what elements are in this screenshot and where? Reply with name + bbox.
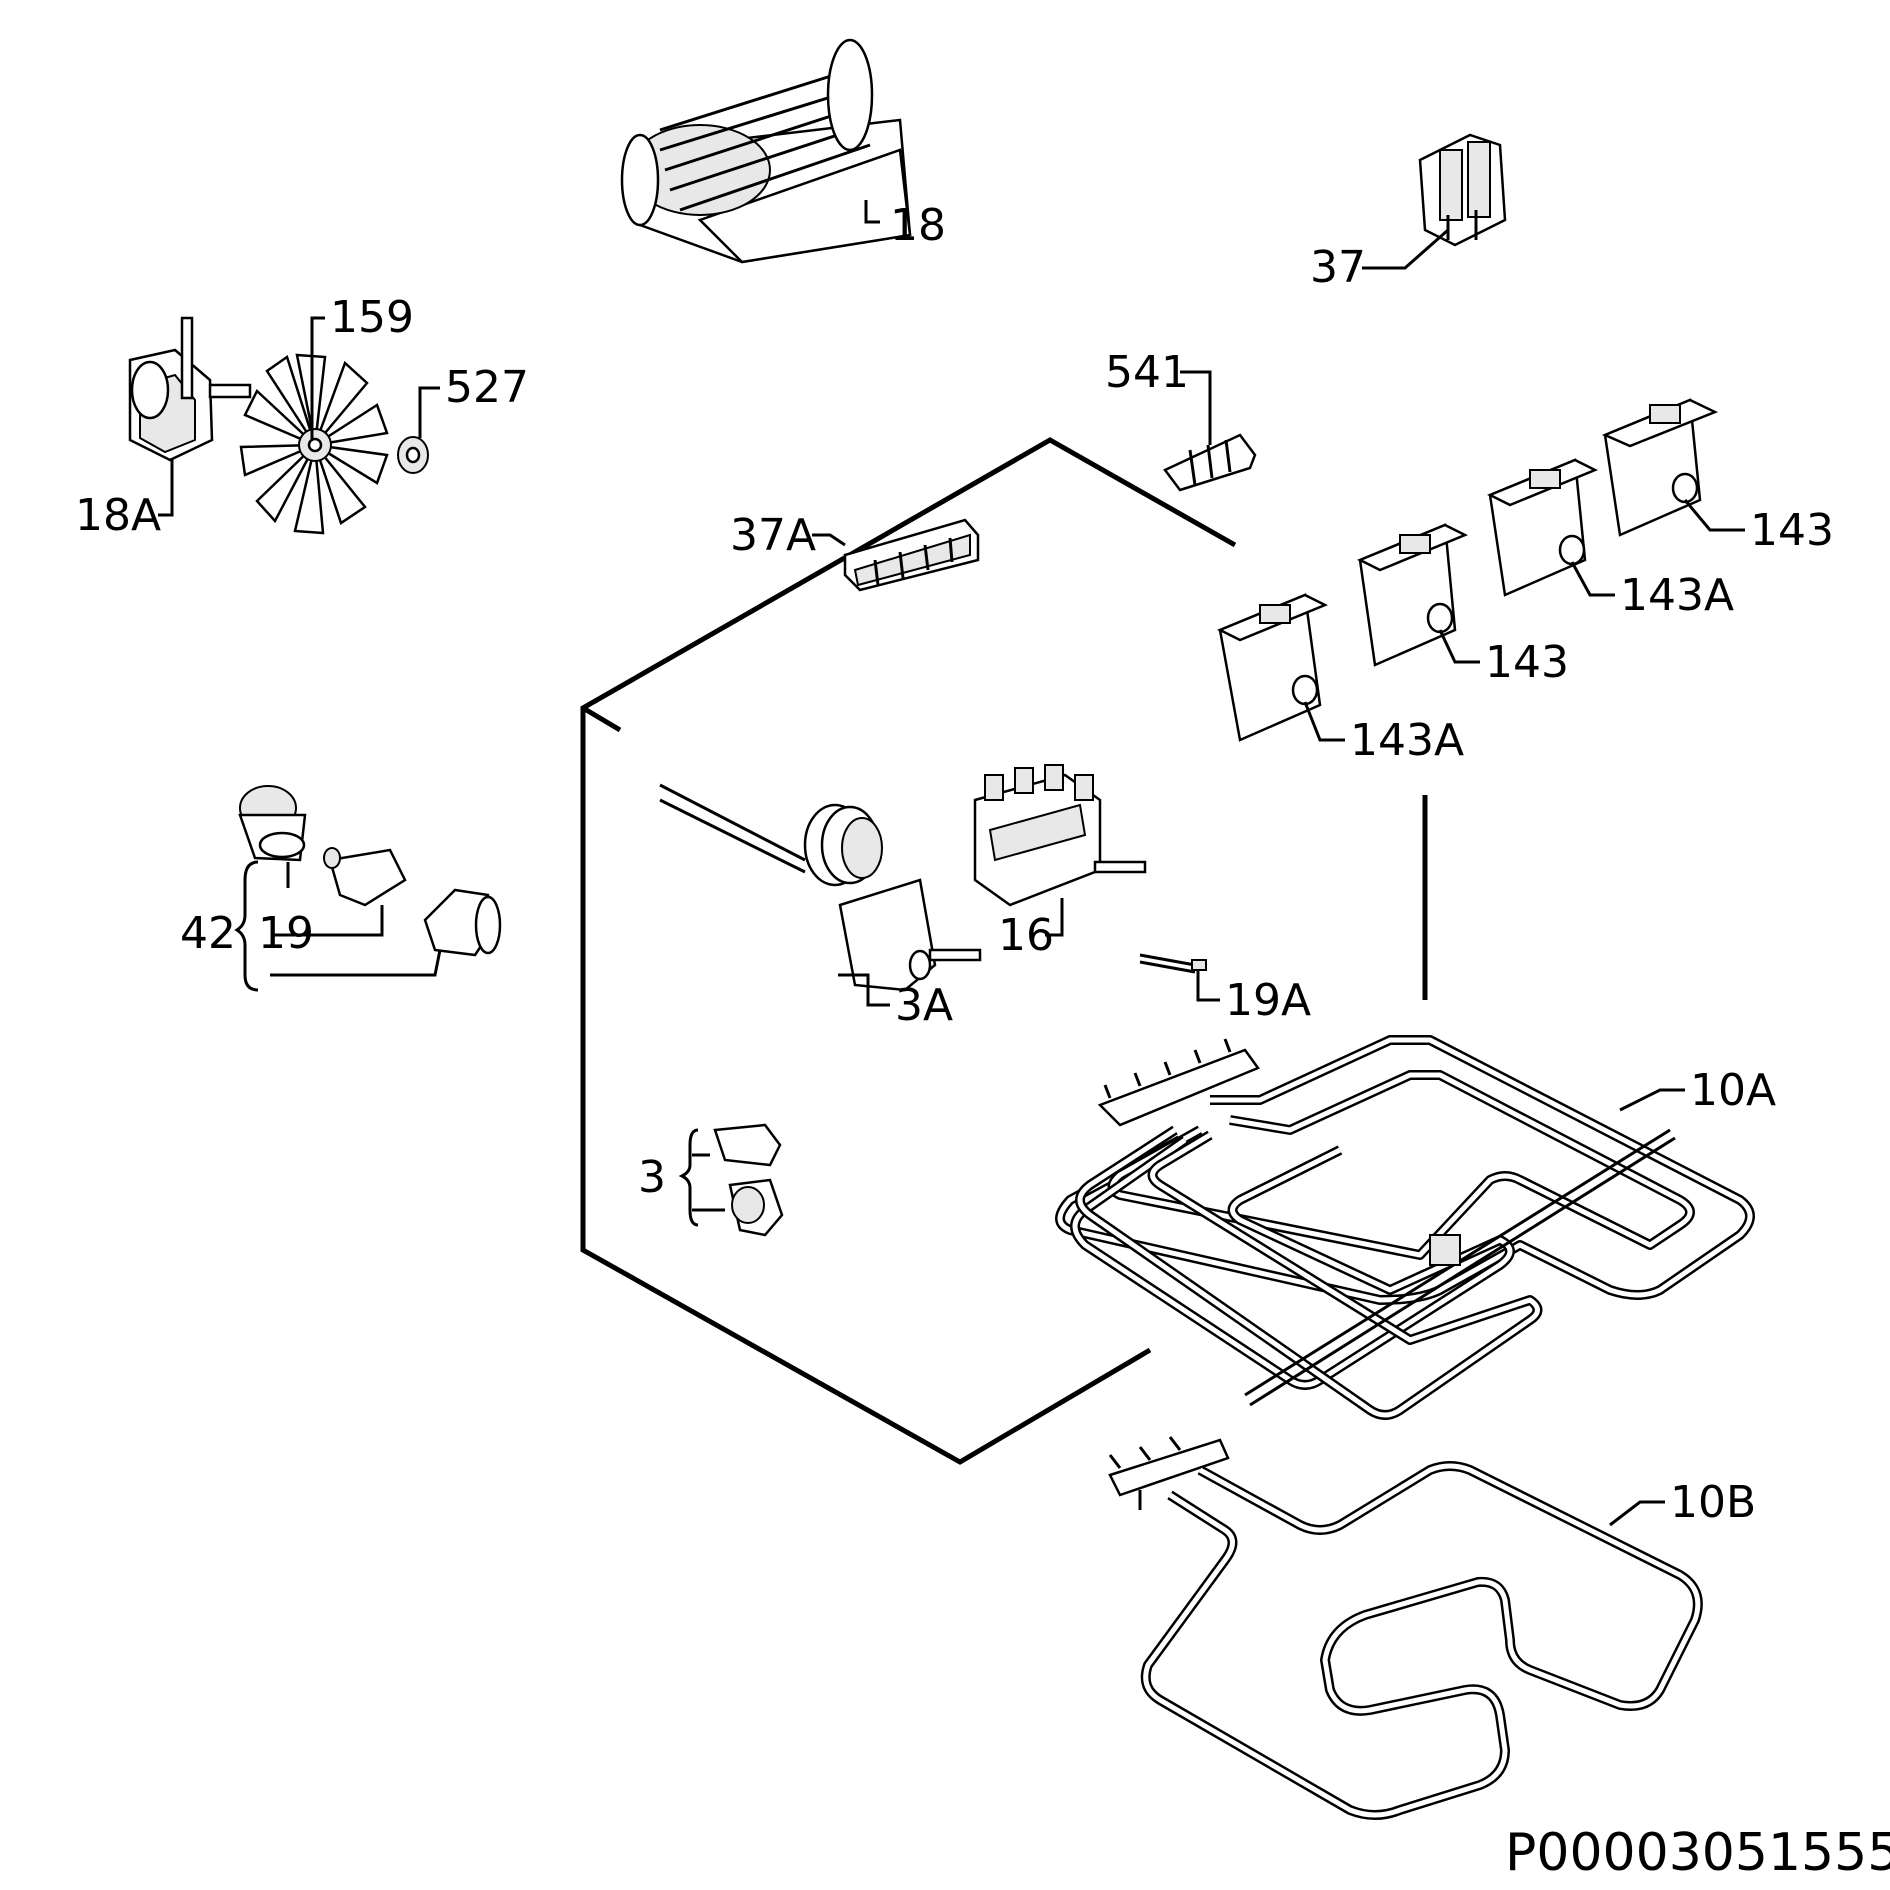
fan-motor-part [128, 316, 252, 517]
callout-18A: 18A [75, 490, 161, 541]
callout-19A: 19A [1225, 975, 1311, 1026]
callout-541: 541 [1105, 347, 1189, 398]
probe-part [1139, 953, 1220, 1002]
terminal-block-part [812, 518, 980, 592]
part-37 [1362, 133, 1507, 270]
callout-159: 159 [330, 292, 414, 343]
switch-143A-lower [1216, 593, 1345, 742]
callout-19: 19 [258, 908, 314, 959]
callout-3: 3 [638, 1152, 666, 1203]
callout-3A: 3A [895, 980, 953, 1031]
lamp-assembly-part [234, 785, 502, 992]
oven-cavity-outline [580, 437, 1237, 1465]
thermal-fuse-part [678, 1123, 784, 1237]
callout-37A: 37A [730, 510, 816, 561]
bottom-element-part [1108, 1436, 1703, 1820]
grill-element-part [1055, 1035, 1755, 1420]
switch-143-top [1601, 398, 1745, 537]
selector-switch-part [973, 764, 1147, 937]
nut-part [397, 386, 440, 474]
callout-37: 37 [1310, 242, 1366, 293]
callout-10A: 10A [1690, 1065, 1776, 1116]
callout-527: 527 [445, 362, 529, 413]
fan-impeller-part [239, 353, 389, 535]
callout-143A-upper: 143A [1620, 570, 1734, 621]
callout-143-lower: 143 [1485, 637, 1569, 688]
callout-16: 16 [998, 910, 1054, 961]
callout-18: 18 [890, 200, 946, 251]
switch-143-lower [1356, 523, 1480, 667]
part-541 [1163, 370, 1257, 492]
callout-42: 42 [180, 908, 236, 959]
tangential-fan-part [620, 38, 912, 264]
thermostat-part [659, 783, 982, 1007]
drawing-code: P00003051555 [1505, 1823, 1890, 1883]
callout-10B: 10B [1670, 1477, 1756, 1528]
callout-143A-lower: 143A [1350, 715, 1464, 766]
callout-143-top: 143 [1750, 505, 1834, 556]
switch-143A-upper [1486, 458, 1615, 597]
